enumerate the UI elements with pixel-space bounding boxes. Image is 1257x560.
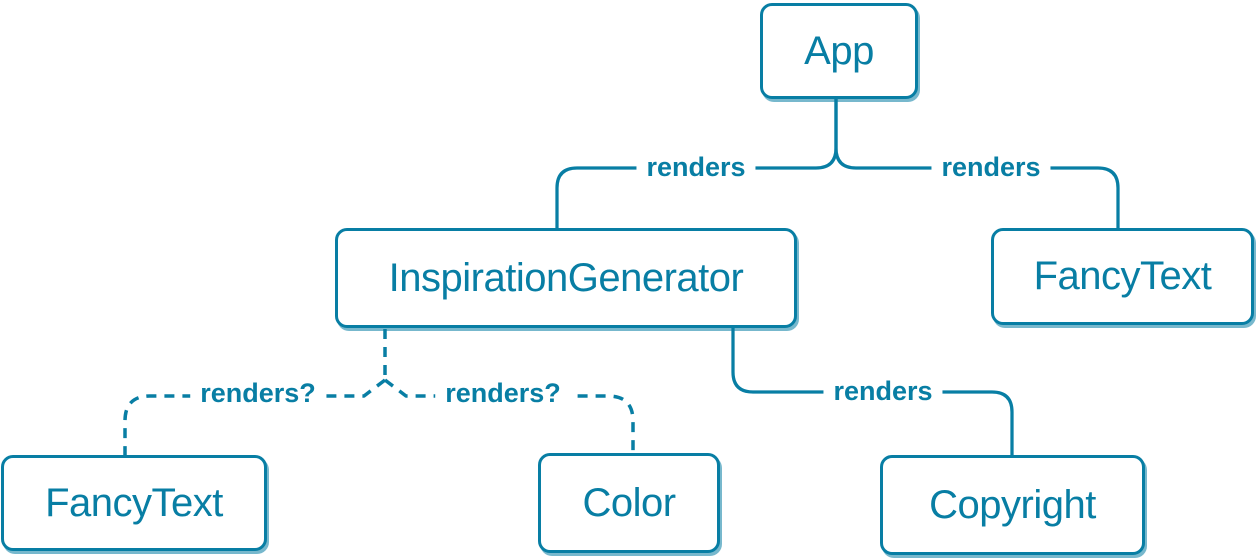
node-copyright-label: Copyright xyxy=(929,482,1096,527)
node-inspiration-generator-label: InspirationGenerator xyxy=(388,255,744,300)
node-fancy-text-bottom-label: FancyText xyxy=(45,480,223,525)
node-color-label: Color xyxy=(582,480,676,525)
edge-label-renders-left: renders xyxy=(636,151,756,185)
node-app-label: App xyxy=(804,28,874,73)
node-inspiration-generator: InspirationGenerator xyxy=(335,228,797,328)
edge-line-inspirationgenerator-fancytext xyxy=(123,378,387,455)
edge-label-renders-right: renders xyxy=(931,151,1051,185)
node-color: Color xyxy=(538,453,720,553)
edge-label-renders-question-left: renders? xyxy=(190,377,326,411)
node-fancy-text-bottom: FancyText xyxy=(1,455,267,551)
edge-label-renders-question-right: renders? xyxy=(435,377,571,411)
edge-label-renders-bottom: renders xyxy=(823,375,943,409)
node-copyright: Copyright xyxy=(880,455,1145,555)
node-app: App xyxy=(760,3,918,99)
node-fancy-text-top: FancyText xyxy=(991,228,1254,325)
node-fancy-text-top-label: FancyText xyxy=(1033,254,1212,298)
